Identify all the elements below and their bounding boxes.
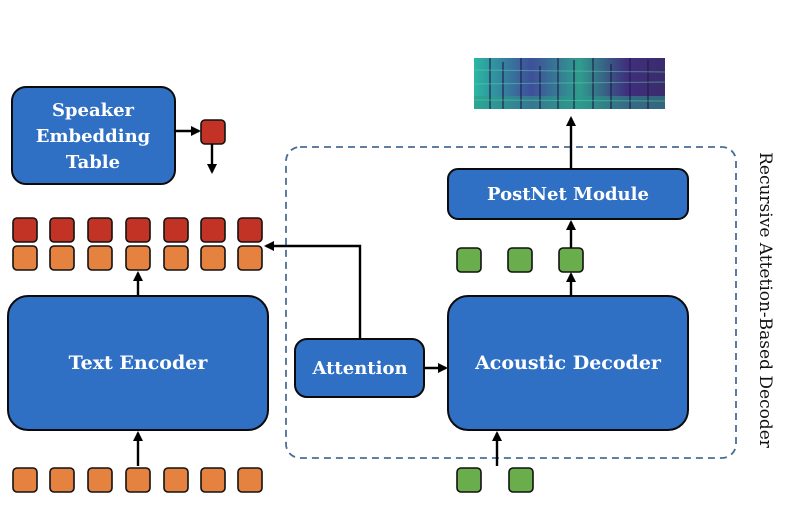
speaker-token: [87, 217, 113, 243]
speaker-token: [200, 217, 226, 243]
attention-block: Attention: [294, 338, 425, 398]
input-token: [12, 467, 38, 493]
acoustic-decoder-label: Acoustic Decoder: [474, 352, 662, 374]
input-token: [200, 467, 226, 493]
mel-spectrogram-image: [473, 58, 666, 109]
input-token: [125, 467, 151, 493]
speaker-embedding-label-1: Speaker: [52, 100, 135, 121]
speaker-embedding-label-2: Embedding: [36, 126, 151, 147]
encoder-output-token: [12, 245, 38, 271]
arrow-attention-to-tokens: [264, 241, 362, 339]
input-token-row: [12, 467, 263, 493]
speaker-embedding-block: Speaker Embedding Table: [11, 86, 176, 185]
decoder-output-token: [507, 247, 533, 273]
input-token: [49, 467, 75, 493]
region-label: Recursive Attetion-Based Decoder: [755, 152, 775, 449]
encoder-output-token: [237, 245, 263, 271]
postnet-label: PostNet Module: [487, 184, 649, 205]
encoder-output-token: [87, 245, 113, 271]
speaker-embedding-token: [200, 119, 226, 145]
speaker-token: [125, 217, 151, 243]
speaker-embedding-label-3: Table: [66, 152, 120, 173]
text-encoder-label: Text Encoder: [69, 352, 209, 374]
postnet-block: PostNet Module: [447, 168, 689, 220]
encoder-output-token-row: [12, 245, 263, 271]
text-encoder-block: Text Encoder: [7, 295, 269, 431]
decoder-output-token: [456, 247, 482, 273]
speaker-token: [12, 217, 38, 243]
input-token: [163, 467, 189, 493]
attention-label: Attention: [311, 358, 407, 379]
speaker-token: [163, 217, 189, 243]
speaker-token-row: [12, 217, 263, 243]
decoder-region: [285, 146, 737, 459]
encoder-output-token: [163, 245, 189, 271]
decoder-input-token: [456, 467, 482, 493]
speaker-token: [237, 217, 263, 243]
decoder-output-token: [558, 247, 584, 273]
input-token: [237, 467, 263, 493]
encoder-output-token: [49, 245, 75, 271]
speaker-token: [49, 217, 75, 243]
encoder-output-token: [125, 245, 151, 271]
input-token: [87, 467, 113, 493]
acoustic-decoder-block: Acoustic Decoder: [447, 295, 689, 431]
encoder-output-token: [200, 245, 226, 271]
decoder-input-token: [508, 467, 534, 493]
